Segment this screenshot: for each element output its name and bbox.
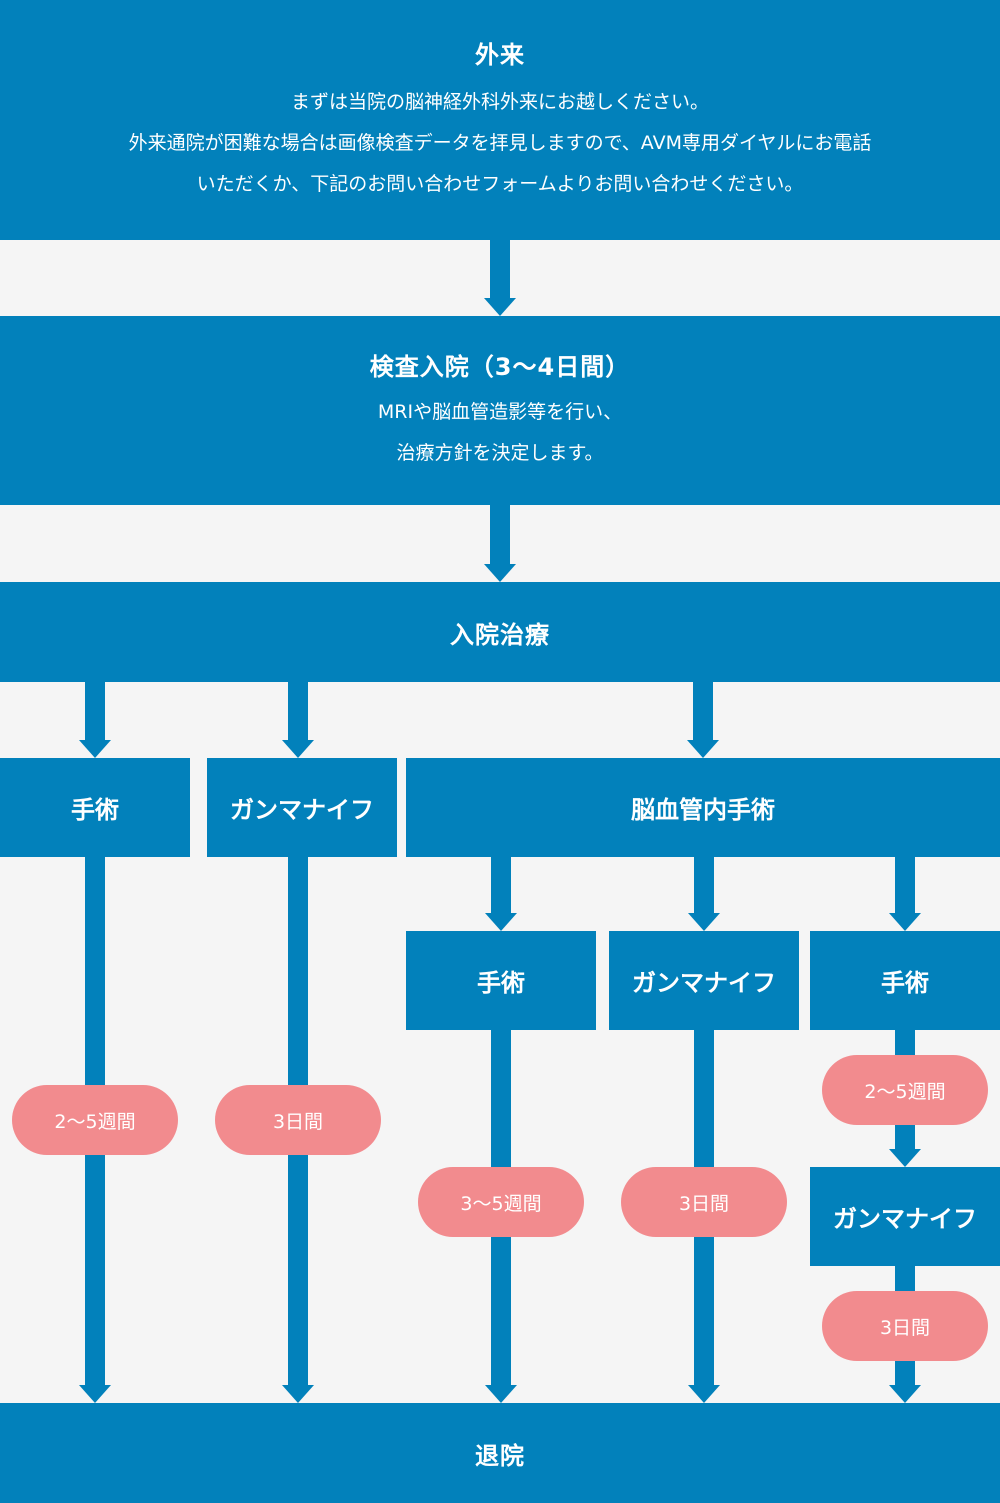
branch-surgery-box: 手術 [0, 758, 190, 857]
sub-gamma-knife-b-label: ガンマナイフ [833, 1205, 977, 1233]
exam-box: 検査入院（3〜4日間） MRIや脳血管造影等を行い、 治療方針を決定します。 [0, 316, 1000, 505]
connector-line [694, 857, 714, 913]
connector-line [85, 682, 105, 740]
arrow-down-icon [485, 1385, 517, 1403]
duration-surgery-pill: 2〜5週間 [12, 1085, 178, 1155]
discharge-box: 退院 [0, 1403, 1000, 1503]
arrow-down-icon [889, 1385, 921, 1403]
treatment-box: 入院治療 [0, 582, 1000, 682]
arrow-down-icon [484, 298, 516, 316]
outpatient-box: 外来 まずは当院の脳神経外科外来にお越しください。 外来通院が困難な場合は画像検… [0, 0, 1000, 240]
branch-endovascular-label: 脳血管内手術 [631, 796, 775, 824]
sub-gamma-knife-label: ガンマナイフ [632, 969, 776, 997]
duration-endo-surgery-pill: 3〜5週間 [418, 1167, 584, 1237]
sub-surgery-box: 手術 [406, 931, 596, 1030]
exam-line-2: 治療方針を決定します。 [396, 442, 604, 464]
arrow-down-icon [889, 1149, 921, 1167]
sub-gamma-knife-b-box: ガンマナイフ [810, 1167, 1000, 1266]
duration-endo-gamma-knife-pill: 3日間 [621, 1167, 787, 1237]
connector-line [693, 682, 713, 740]
outpatient-title: 外来 [475, 41, 525, 69]
discharge-title: 退院 [475, 1441, 525, 1470]
branch-surgery-label: 手術 [71, 796, 119, 824]
arrow-down-icon [687, 740, 719, 758]
connector-line [490, 505, 510, 564]
exam-line-1: MRIや脳血管造影等を行い、 [377, 401, 623, 423]
exam-title: 検査入院（3〜4日間） [369, 353, 631, 381]
duration-gamma-knife-pill: 3日間 [215, 1085, 381, 1155]
arrow-down-icon [484, 564, 516, 582]
arrow-down-icon [79, 1385, 111, 1403]
connector-line [490, 240, 510, 298]
outpatient-line-1: まずは当院の脳神経外科外来にお越しください。 [290, 91, 709, 113]
arrow-down-icon [282, 740, 314, 758]
branch-gamma-knife-box: ガンマナイフ [207, 758, 397, 857]
sub-surgery-b-label: 手術 [881, 969, 929, 997]
arrow-down-icon [688, 913, 720, 931]
sub-gamma-knife-box: ガンマナイフ [609, 931, 799, 1030]
sub-surgery-b-box: 手術 [810, 931, 1000, 1030]
connector-line [895, 857, 915, 913]
outpatient-line-3: いただくか、下記のお問い合わせフォームよりお問い合わせください。 [196, 173, 804, 195]
connector-line [491, 857, 511, 913]
treatment-title: 入院治療 [450, 620, 550, 649]
outpatient-line-2: 外来通院が困難な場合は画像検査データを拝見しますので、AVM専用ダイヤルにお電話 [128, 132, 872, 154]
sub-surgery-label: 手術 [477, 969, 525, 997]
branch-gamma-knife-label: ガンマナイフ [230, 796, 374, 824]
duration-endo-combo-gamma-knife-pill: 3日間 [822, 1291, 988, 1361]
arrow-down-icon [282, 1385, 314, 1403]
arrow-down-icon [79, 740, 111, 758]
arrow-down-icon [688, 1385, 720, 1403]
arrow-down-icon [485, 913, 517, 931]
connector-line [288, 682, 308, 740]
duration-endo-combo-surgery-pill: 2〜5週間 [822, 1055, 988, 1125]
arrow-down-icon [889, 913, 921, 931]
branch-endovascular-box: 脳血管内手術 [406, 758, 1000, 857]
